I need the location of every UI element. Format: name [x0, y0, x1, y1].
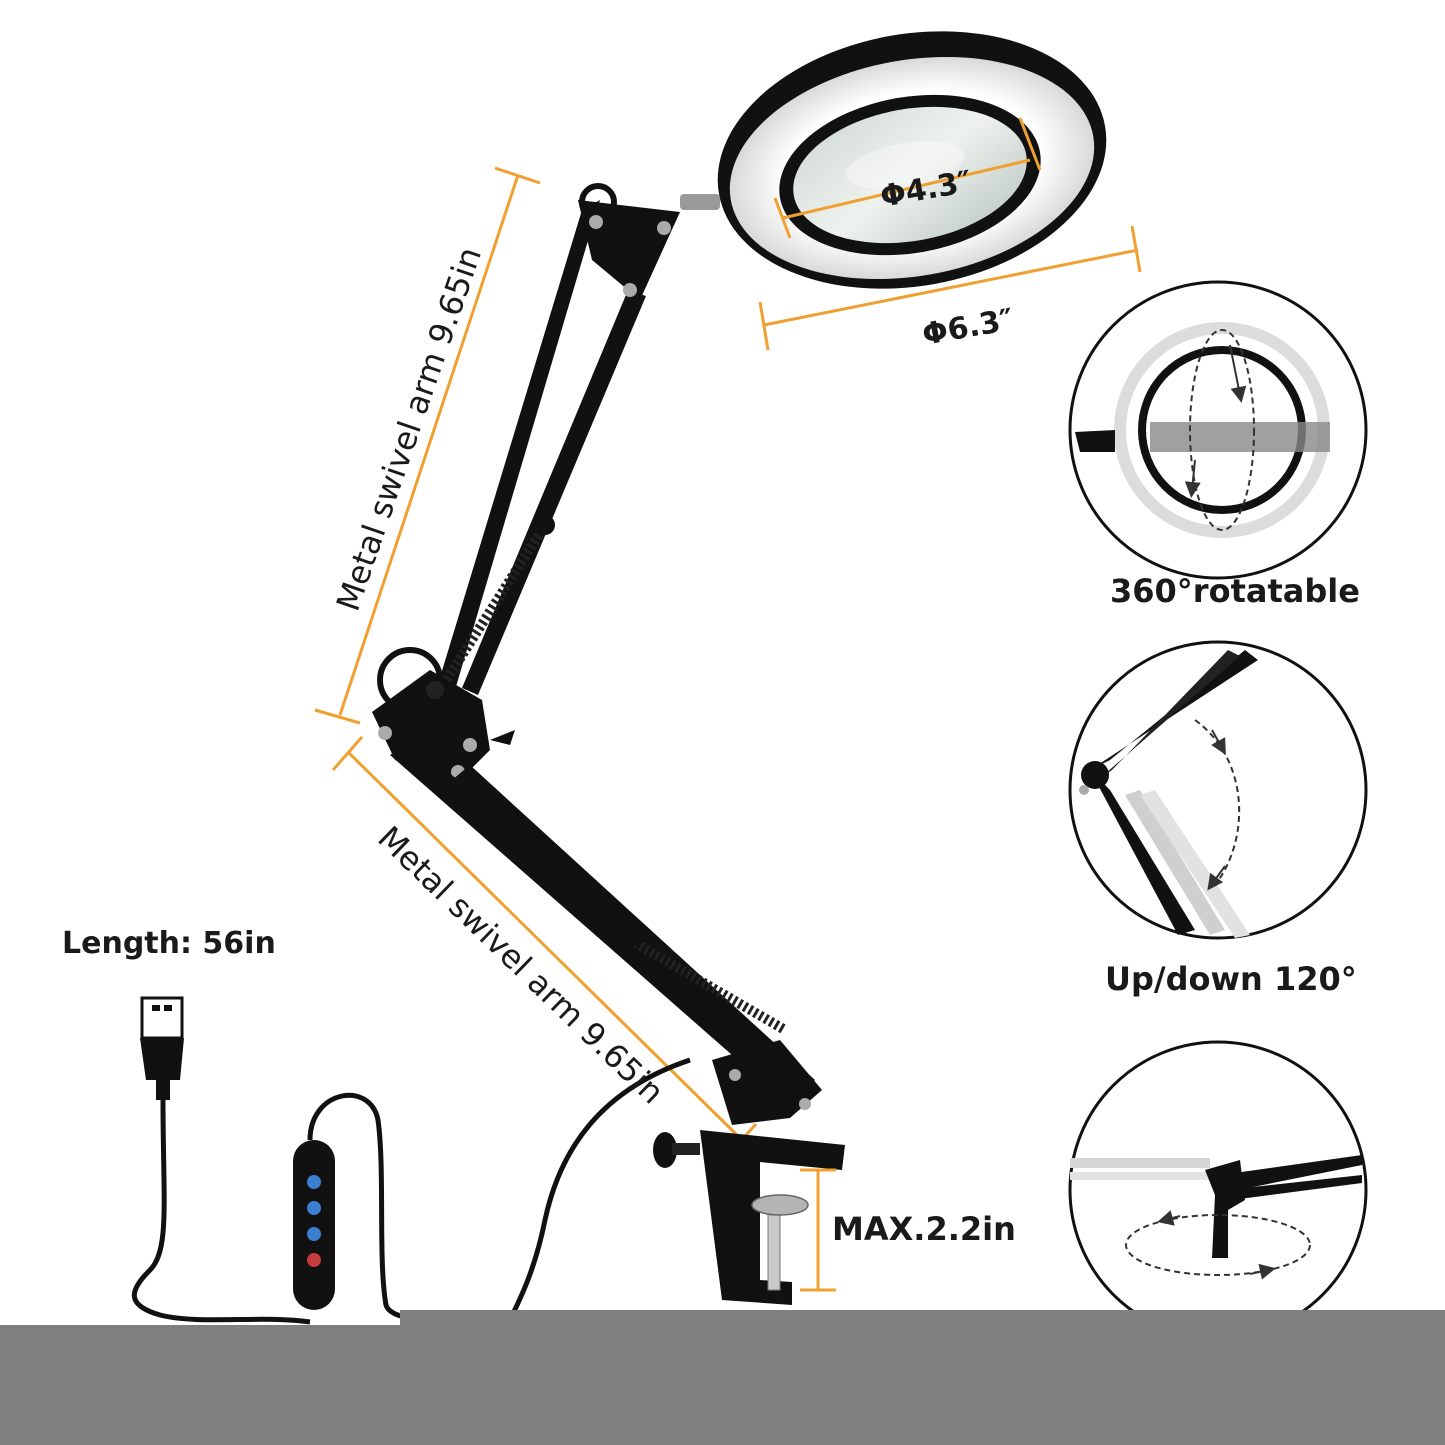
usb-cable: [131, 996, 431, 1325]
dimmer-switch: [293, 1140, 335, 1310]
feature-tilt-label: Up/down 120°: [1105, 960, 1357, 998]
upper-arm: [435, 183, 680, 695]
power-cable: [502, 1057, 691, 1332]
inner-diameter-dimension: [773, 117, 1042, 239]
lower-arm: [390, 740, 822, 1125]
upper-arm-dimension: [314, 166, 541, 725]
magnifier-head: [680, 31, 1107, 289]
footer-band-notch: [400, 1310, 1445, 1326]
clamp-dimension: [800, 1168, 836, 1292]
feature-rotate-label: 360°rotatable: [1110, 572, 1360, 610]
lower-arm-dimension: [331, 736, 758, 1157]
cable-length-label: Length: 56in: [62, 926, 276, 961]
outer-diameter-dimension: [758, 225, 1142, 351]
desk-clamp: [653, 1130, 845, 1305]
feature-tilt-120: [1068, 640, 1368, 940]
clamp-max-label: MAX.2.2in: [832, 1210, 1016, 1248]
usb-plug-icon: [140, 996, 184, 1100]
footer-band: [0, 1325, 1445, 1445]
feature-rotate-360: [1068, 280, 1368, 580]
feature-swivel-base: [1068, 1040, 1368, 1340]
